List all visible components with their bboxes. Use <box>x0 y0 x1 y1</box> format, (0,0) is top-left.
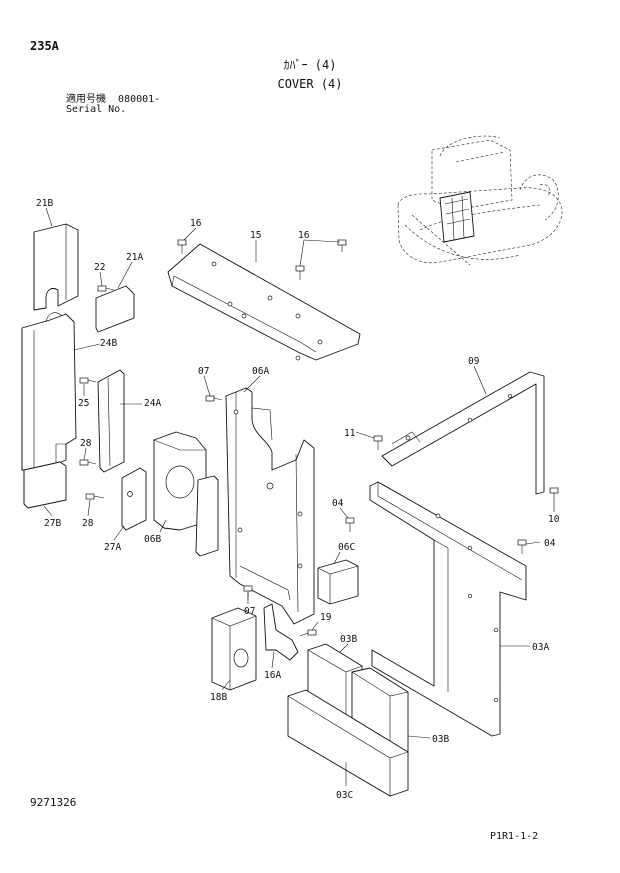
part-21B-foam-block <box>33 223 79 311</box>
part-24B-cover-panel <box>21 312 77 471</box>
callout-22: 22 <box>94 262 105 273</box>
callout-16-right: 16 <box>298 230 310 241</box>
title-english: COVER (4) <box>277 77 343 91</box>
title-japanese: ｶﾊﾞｰ (4) <box>283 58 337 72</box>
part-18B-block <box>211 607 257 691</box>
callout-24A: 24A <box>144 398 161 409</box>
leader-lines <box>43 207 555 786</box>
callout-27A: 27A <box>104 542 121 553</box>
bolt-19 <box>299 629 317 637</box>
bolt-25 <box>79 377 97 384</box>
callout-21B: 21B <box>36 198 53 209</box>
part-03A-side-panel <box>369 481 527 737</box>
callout-28-lower: 28 <box>82 518 94 529</box>
callout-21A: 21A <box>126 252 143 263</box>
bolt-28b <box>85 493 105 500</box>
callout-03A: 03A <box>532 642 549 653</box>
part-27B-bottom-block <box>23 461 67 509</box>
bolt-07a <box>205 395 223 402</box>
part-21A-plate <box>95 285 135 333</box>
callout-18B: 18B <box>210 692 227 703</box>
bolt-04a <box>345 517 355 532</box>
part-16A-bracket <box>263 603 299 661</box>
callout-06C: 06C <box>338 542 355 553</box>
bolt-16a <box>177 239 187 254</box>
callout-07-upper: 07 <box>198 366 209 377</box>
part-03C-bottom-pad <box>287 689 409 797</box>
callout-19: 19 <box>320 612 332 623</box>
serial-value: 080001- <box>118 94 161 105</box>
part-09-angle-bracket <box>381 371 545 495</box>
callout-25: 25 <box>78 398 89 409</box>
serial-label-en: Serial No. <box>66 104 127 115</box>
part-27A-bracket <box>121 467 147 531</box>
callout-03C: 03C <box>336 790 353 801</box>
callout-15: 15 <box>250 230 261 241</box>
serial-line: 適用号機 080001- <box>66 95 160 105</box>
callout-16A: 16A <box>264 670 281 681</box>
callout-28-upper: 28 <box>80 438 92 449</box>
callout-07-lower: 07 <box>244 606 255 617</box>
part-24A-bracket <box>97 369 125 473</box>
part-06A-frame <box>225 387 315 625</box>
callout-16-left: 16 <box>190 218 202 229</box>
callout-06B: 06B <box>144 534 161 545</box>
bolt-10 <box>549 487 559 502</box>
callout-04-right: 04 <box>544 538 556 549</box>
callout-27B: 27B <box>44 518 61 529</box>
callout-10: 10 <box>548 514 560 525</box>
bolt-22 <box>97 285 115 292</box>
part-06B-insulation-block <box>153 431 207 531</box>
callout-03B-upper: 03B <box>340 634 357 645</box>
callout-04-left: 04 <box>332 498 344 509</box>
callout-09: 09 <box>468 356 480 367</box>
callout-11: 11 <box>344 428 356 439</box>
part-06B-side-block <box>195 475 219 557</box>
bolt-28a <box>79 459 97 466</box>
callout-06A: 06A <box>252 366 269 377</box>
part-06C-block <box>317 559 359 605</box>
part-15-top-plate <box>167 243 361 361</box>
callout-24B: 24B <box>100 338 117 349</box>
serial-label-jp: 適用号機 <box>66 94 106 105</box>
bolt-16b <box>295 265 305 280</box>
page-reference: P1R1-1-2 <box>490 831 539 842</box>
bolt-04b <box>517 539 527 554</box>
bolt-16c <box>337 239 347 252</box>
page-code: 235A <box>30 39 59 53</box>
machine-location-inset <box>397 135 563 266</box>
bolt-11 <box>373 435 383 450</box>
callout-03B-lower: 03B <box>432 734 449 745</box>
document-number: 9271326 <box>30 796 77 809</box>
fastener-bolts <box>79 239 559 637</box>
